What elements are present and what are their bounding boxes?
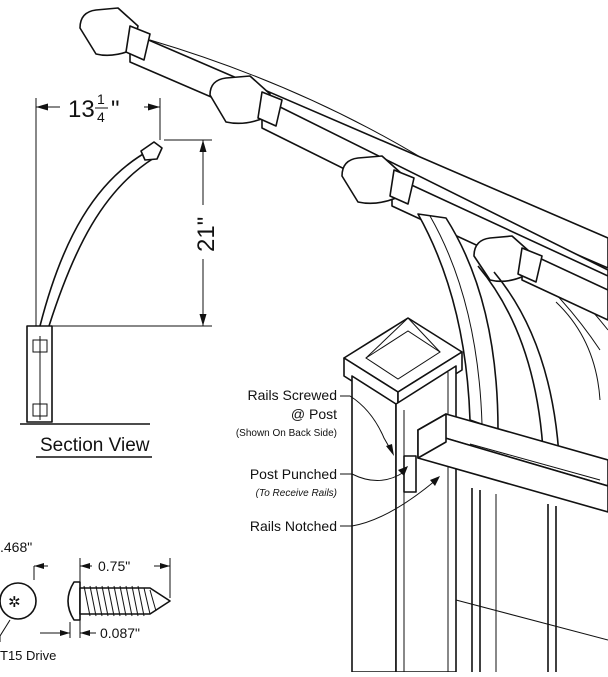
screw-head-side — [67, 581, 81, 621]
rail-curve-outer — [39, 149, 151, 327]
callout-back-side-note: (Shown On Back Side) — [236, 428, 337, 439]
screw-head-top — [0, 582, 37, 620]
callout-rails-notched: Rails Notched — [250, 518, 337, 534]
screw-detail: .468" ✲ T15 Drive — [0, 539, 171, 663]
width-whole: 13 — [68, 96, 95, 123]
callout-rails-screwed: Rails Screwed — [248, 387, 337, 403]
bottom-rail — [417, 413, 608, 513]
width-denominator: 4 — [97, 109, 105, 125]
callouts: Rails Screwed @ Post (Shown On Back Side… — [236, 387, 440, 534]
width-unit: " — [111, 96, 120, 123]
callout-at-post: @ Post — [291, 406, 337, 422]
callout-receive-rails-note: (To Receive Rails) — [256, 488, 337, 499]
screw-head-diameter: .468" — [0, 539, 32, 555]
fence-post — [343, 317, 463, 673]
screw-shank-label: 0.087" — [100, 625, 140, 641]
lower-uprights — [455, 488, 608, 672]
width-numerator: 1 — [97, 91, 105, 107]
callout-post-punched: Post Punched — [250, 466, 337, 482]
section-view: 13 1 4 " 21" Section View — [20, 91, 220, 458]
torx-drive-icon: ✲ — [8, 594, 21, 611]
rail-top-4 — [473, 235, 608, 321]
screw-drive-type: T15 Drive — [0, 648, 56, 663]
rail-curve-inner — [48, 157, 155, 327]
height-dimension-label: 21" — [193, 217, 220, 252]
post-punch-slot — [403, 455, 417, 493]
screw-length-label: 0.75" — [98, 558, 130, 574]
rail-end-cap — [140, 141, 163, 161]
width-dimension-label: 13 1 4 " — [68, 91, 120, 125]
section-view-title: Section View — [40, 435, 150, 456]
post-body-side — [395, 365, 457, 673]
pergola-assembly — [79, 7, 608, 673]
screw-threads — [83, 585, 157, 617]
